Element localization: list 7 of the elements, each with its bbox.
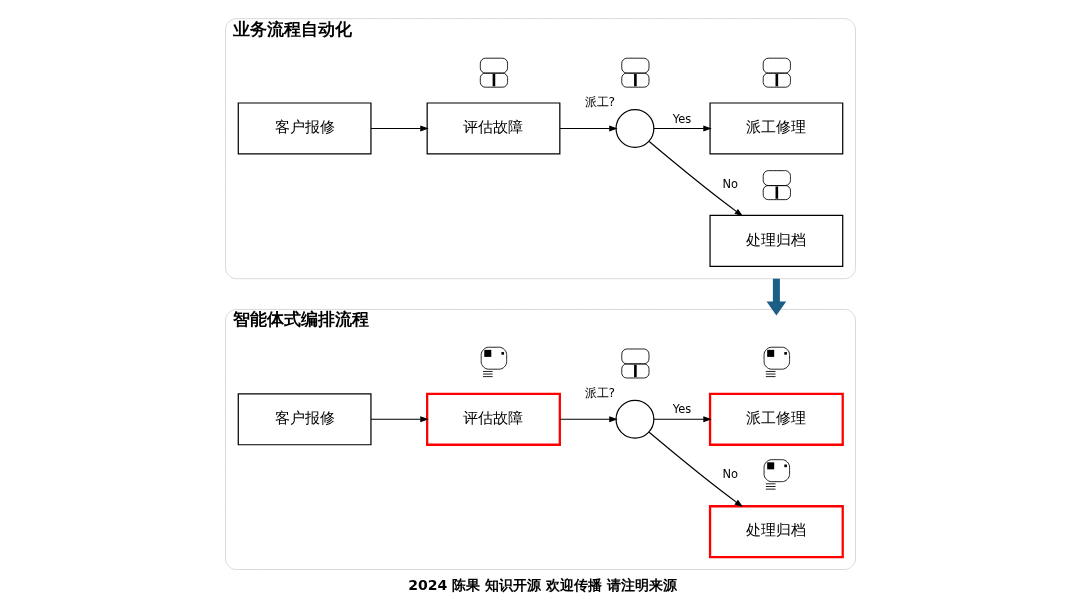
edge-label: No [722, 176, 738, 191]
node-label: 派工? [584, 386, 615, 401]
caption: 2024 陈果 知识开源 欢迎传播 请注明来源 [407, 577, 677, 594]
edge-label: Yes [672, 111, 691, 126]
edge-label: Yes [672, 402, 691, 417]
node-label: 派工? [584, 95, 615, 110]
edge-label: No [722, 467, 738, 482]
